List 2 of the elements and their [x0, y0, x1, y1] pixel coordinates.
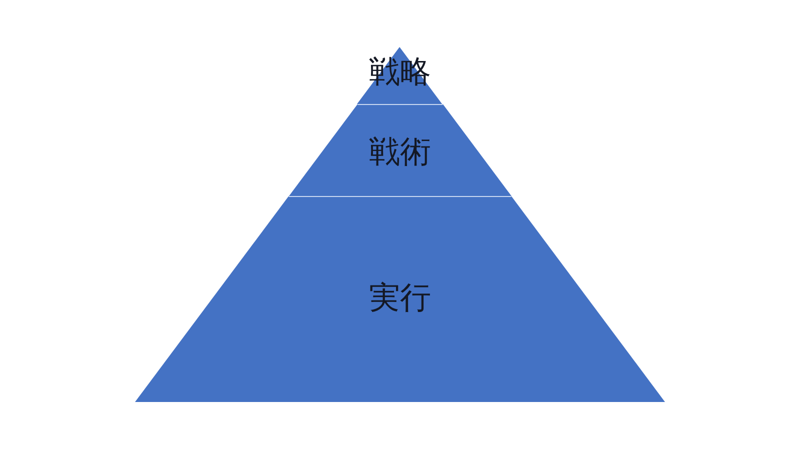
tier-label: 実行: [369, 281, 431, 315]
tier-label: 戦術: [368, 135, 431, 169]
